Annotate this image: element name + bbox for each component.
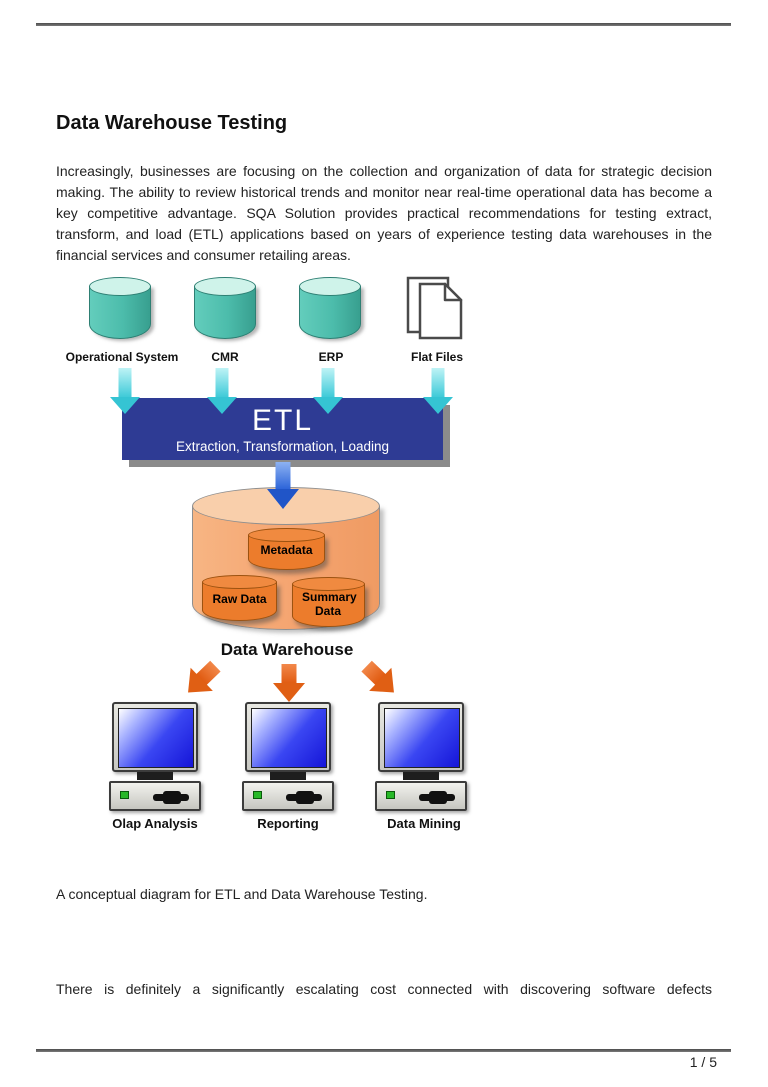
summary-data-label: Summary Data [302,590,357,619]
top-rule [36,23,731,26]
down-arrow-icon [423,368,453,415]
screen [251,708,327,768]
cylinder-cap [194,277,256,296]
source-label-erp: ERP [318,350,344,364]
metadata-label: Metadata [260,543,313,558]
raw-data-cylinder-icon: Raw Data [202,575,277,621]
cylinder-cap [202,575,277,589]
warehouse-to-reporting-arrow-icon [273,664,305,704]
data-warehouse-label: Data Warehouse [220,640,354,659]
desktop-unit [375,781,467,811]
etl-box: ETL Extraction, Transformation, Loading [122,398,443,460]
down-arrow-icon [207,368,237,415]
etl-title: ETL [251,403,314,437]
down-arrow-icon [313,368,343,415]
cylinder-cap [299,277,361,296]
desktop-unit [109,781,201,811]
monitor [112,702,198,772]
cylinder-cap [89,277,151,296]
etl-diagram: Operational System CMR ERP Flat Files ET… [60,270,490,850]
consumer-label-data-mining: Data Mining [387,816,461,831]
drive-slot [286,791,322,804]
monitor-stand [403,772,439,780]
consumer-label-reporting: Reporting [257,816,319,831]
source-label-operational-system: Operational System [65,350,179,364]
erp-cylinder-icon [299,277,361,339]
page-number: 1 / 5 [689,1054,717,1070]
drive-slot [419,791,455,804]
summary-data-cylinder-icon: Summary Data [292,577,365,627]
power-led [253,791,262,799]
operational-system-cylinder-icon [89,277,151,339]
cylinder-cap [292,577,365,591]
diagram-caption: A conceptual diagram for ETL and Data Wa… [56,886,428,902]
monitor [245,702,331,772]
warehouse-to-data-mining-arrow-icon [355,655,406,706]
data-mining-computer-icon [375,702,467,811]
reporting-computer-icon [242,702,334,811]
cmr-cylinder-icon [194,277,256,339]
metadata-cylinder-icon: Metadata [248,528,325,570]
desktop-unit [242,781,334,811]
second-paragraph: There is definitely a significantly esca… [56,981,712,997]
consumer-label-olap-analysis: Olap Analysis [112,816,198,831]
screen [384,708,460,768]
monitor-stand [270,772,306,780]
etl-to-warehouse-arrow-icon [267,462,299,510]
monitor [378,702,464,772]
power-led [120,791,129,799]
source-label-cmr: CMR [211,350,239,364]
olap-computer-icon [109,702,201,811]
source-label-flat-files: Flat Files [410,350,464,364]
monitor-stand [137,772,173,780]
flat-files-icon [405,276,467,340]
page-title: Data Warehouse Testing [56,112,288,135]
power-led [386,791,395,799]
warehouse-to-olap-arrow-icon [175,655,226,706]
down-arrow-icon [110,368,140,415]
drive-slot [153,791,189,804]
raw-data-label: Raw Data [212,592,267,607]
cylinder-cap [248,528,325,542]
bottom-rule [36,1049,731,1052]
etl-subtitle: Extraction, Transformation, Loading [175,438,390,454]
screen [118,708,194,768]
intro-paragraph: Increasingly, businesses are focusing on… [56,163,712,263]
cylinder-body [292,584,365,627]
